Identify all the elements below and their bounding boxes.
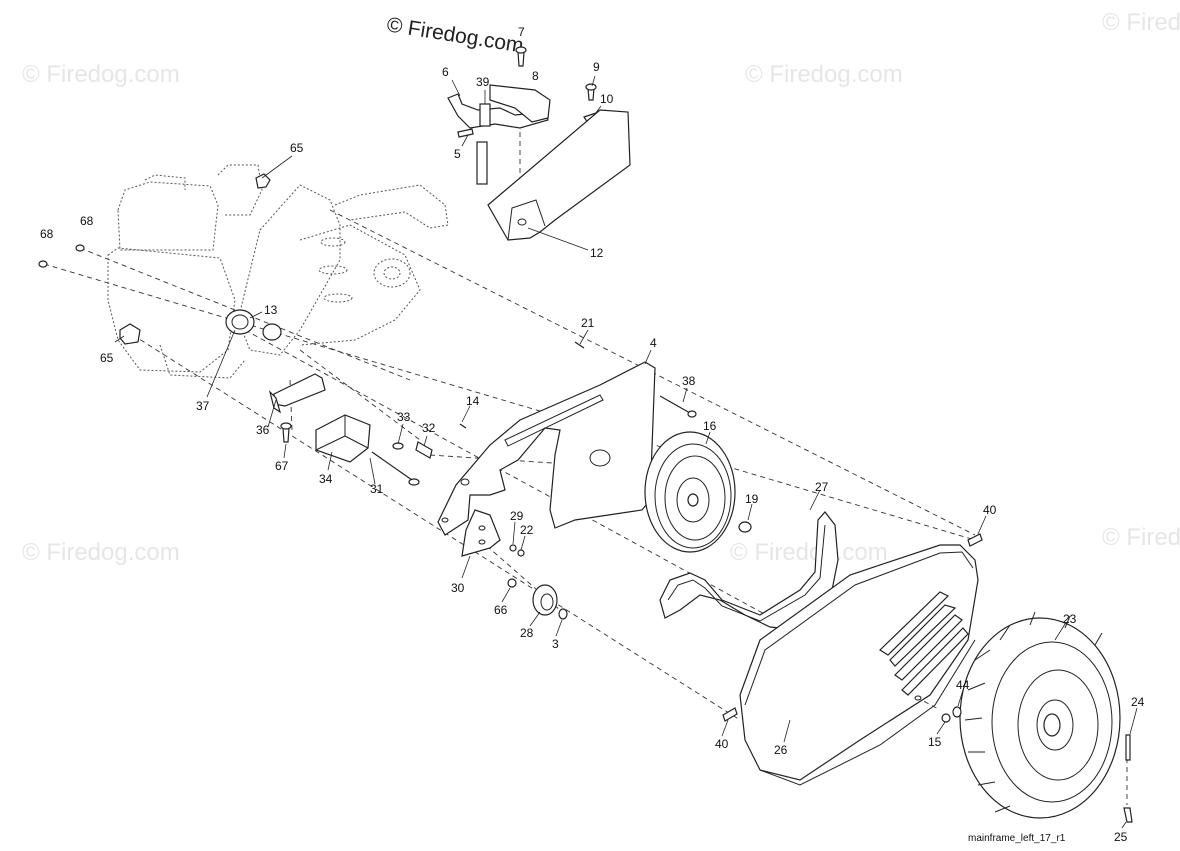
callout-19: 19 <box>745 492 759 506</box>
tire-wheel <box>941 611 1133 823</box>
watermark: © Firedog.com <box>1102 9 1180 36</box>
mounting-plate <box>437 361 656 557</box>
callout-67: 67 <box>275 459 289 473</box>
upper-shield <box>487 109 631 241</box>
callout-32: 32 <box>422 421 436 435</box>
nut <box>75 244 85 252</box>
callout-68: 68 <box>80 214 94 228</box>
callout-16: 16 <box>703 419 717 433</box>
belt-cover <box>739 544 979 786</box>
callout-4: 4 <box>650 336 657 350</box>
callout-13: 13 <box>264 303 278 317</box>
callout-38: 38 <box>682 374 696 388</box>
watermarks: © Firedog.com © Firedog.com © Firedog.co… <box>22 9 1180 566</box>
callout-22: 22 <box>520 523 534 537</box>
callout-27: 27 <box>815 480 829 494</box>
bolts <box>371 341 697 486</box>
callout-21: 21 <box>581 316 595 330</box>
callout-39: 39 <box>476 75 490 89</box>
callout-68: 68 <box>40 227 54 241</box>
callout-66: 66 <box>494 603 508 617</box>
callout-36: 36 <box>256 423 270 437</box>
leader-lines <box>114 75 1138 829</box>
callout-65: 65 <box>100 351 114 365</box>
callout-24: 24 <box>1131 695 1145 709</box>
part-number-callouts: 7 6 39 8 9 10 5 65 68 68 12 13 65 37 21 … <box>40 25 1145 844</box>
callout-6: 6 <box>442 65 449 79</box>
callout-37: 37 <box>196 399 210 413</box>
idler-pulley <box>507 544 568 620</box>
callout-23: 23 <box>1063 612 1077 626</box>
watermark: © Firedog.com <box>1102 524 1180 551</box>
drive-pulley <box>644 431 736 553</box>
idler-box <box>315 414 371 463</box>
callout-14: 14 <box>466 394 480 408</box>
callout-10: 10 <box>600 92 614 106</box>
callout-5: 5 <box>454 147 461 161</box>
nut <box>255 173 271 189</box>
copyright-text: © Firedog.com <box>385 13 525 57</box>
washer <box>738 521 752 533</box>
callout-12: 12 <box>590 246 604 260</box>
callout-26: 26 <box>774 743 788 757</box>
callout-3: 3 <box>552 637 559 651</box>
callout-34: 34 <box>319 472 333 486</box>
callout-7: 7 <box>518 25 525 39</box>
tensioner-bracket <box>268 373 326 443</box>
callout-40: 40 <box>983 503 997 517</box>
callout-9: 9 <box>593 60 600 74</box>
callout-30: 30 <box>451 581 465 595</box>
callout-8: 8 <box>532 69 539 83</box>
callout-29: 29 <box>510 509 524 523</box>
watermark: © Firedog.com <box>745 61 903 88</box>
callout-15: 15 <box>928 735 942 749</box>
screw <box>967 533 983 547</box>
drive-belt <box>659 511 839 631</box>
nut <box>38 260 48 268</box>
drawing-reference: mainframe_left_17_r1 <box>968 833 1066 844</box>
nut <box>119 323 141 345</box>
watermark: © Firedog.com <box>22 539 180 566</box>
callout-31: 31 <box>370 482 384 496</box>
callout-65: 65 <box>290 141 304 155</box>
callout-40: 40 <box>715 737 729 751</box>
callout-44: 44 <box>956 678 970 692</box>
callout-33: 33 <box>397 410 411 424</box>
callout-28: 28 <box>520 626 534 640</box>
watermark: © Firedog.com <box>730 539 888 566</box>
callout-25: 25 <box>1114 830 1128 844</box>
engine-frame-assembly <box>107 164 449 379</box>
watermark: © Firedog.com <box>22 61 180 88</box>
engine-pulley <box>225 309 282 341</box>
screw <box>722 707 738 722</box>
